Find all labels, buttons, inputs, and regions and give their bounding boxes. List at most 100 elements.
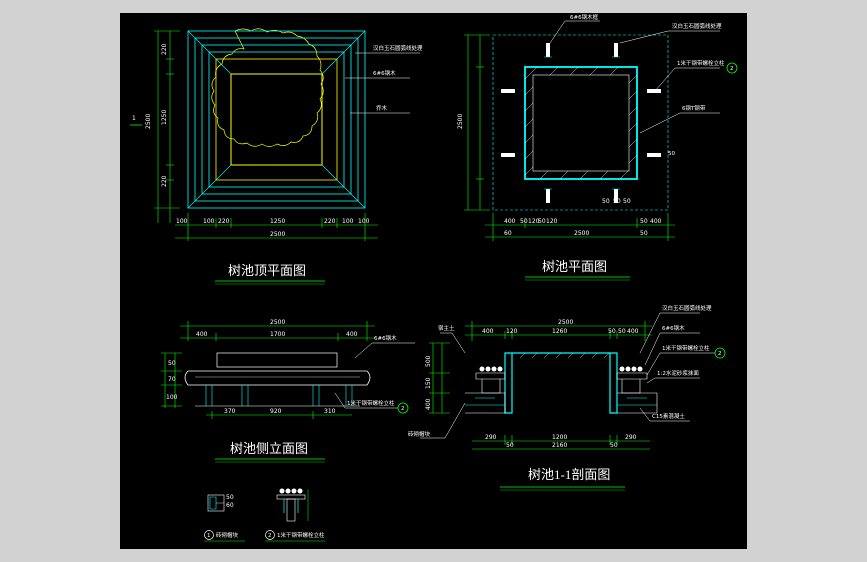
frame-square-5 — [215, 58, 338, 181]
plan-bottom-short-2: 50 — [640, 230, 648, 237]
elevation-bottom-dims — [206, 411, 352, 419]
label-steel-bar: 6#6钢木 — [373, 69, 396, 77]
elevation-left-dim-0: 50 — [168, 360, 176, 367]
detail-1: 50 60 1 砖砌帽块 — [204, 494, 245, 542]
section-pit-walls — [504, 352, 618, 414]
elevation-bottom-dim-1: 920 — [270, 408, 282, 415]
plan-view: 6#6钢木框 汉白玉石圆弧线处理 1米干钢带螺栓立柱 6钢T钢带 50 2 25… — [457, 13, 738, 281]
detail-1-dim-0: 50 — [226, 494, 234, 501]
top-plan-bottom-dim-0: 100 — [176, 218, 188, 225]
plan-bottom-dims — [485, 213, 675, 241]
plan-label-stone: 汉白玉石圆弧线处理 — [672, 22, 722, 30]
plan-label-plate: 6钢T钢带 — [682, 104, 706, 112]
section-left-dim-2: 400 — [425, 398, 432, 410]
section-bottom-total: 2160 — [552, 442, 567, 449]
plan-bottom-dim-4: 120 — [546, 218, 558, 225]
title-plan: 树池平面图 — [542, 259, 607, 274]
title-top-plan: 树池顶平面图 — [228, 263, 306, 278]
plan-detail-callout-circle — [726, 62, 738, 74]
elevation-bottom-dim-0: 370 — [224, 408, 236, 415]
elevation-left-dim-2: 100 — [166, 394, 178, 401]
section-bottom-dim-4: 290 — [625, 434, 637, 441]
plan-wall-outer — [524, 66, 638, 180]
label-tree: 乔木 — [376, 104, 388, 112]
section-foundation — [465, 397, 657, 406]
plan-bottom-dim-3: 50 — [538, 218, 546, 225]
section-label-support: 1米干钢带螺栓立柱 — [662, 344, 710, 352]
section-leaders — [420, 312, 715, 439]
section-label-stone: 汉白玉石圆弧线处理 — [662, 304, 712, 312]
elevation-top-dim-0: 400 — [196, 331, 208, 338]
tree-canopy-outline — [211, 28, 324, 147]
inner-pit-square — [230, 73, 323, 166]
detail-2-label: 1米干钢带螺栓立柱 — [277, 531, 325, 539]
plan-left-dims — [464, 34, 490, 211]
section-label-wall: 1:2水泥砂浆抹面 — [657, 369, 699, 377]
section-top-dim-4: 50 — [618, 328, 626, 335]
top-plan-left-dim-1: 220 — [161, 43, 168, 55]
top-plan-view: 1 2500 220 1250 220 100 100 22 — [130, 28, 423, 285]
elevation-view: 2500 400 1700 400 50 70 100 370 920 — [161, 319, 415, 463]
plan-support-posts — [501, 43, 661, 203]
frame-square-4 — [208, 51, 345, 188]
top-plan-bottom-dim-4: 220 — [324, 218, 336, 225]
cad-drawing-canvas: 1 2500 220 1250 220 100 100 2 2 — [120, 13, 747, 549]
elevation-callout-circle — [397, 402, 409, 414]
plan-bottom-total: 2500 — [574, 230, 589, 237]
label-stone-edge: 汉白玉石圆弧线处理 — [373, 44, 423, 52]
section-bottom-dims — [472, 435, 650, 450]
detail-2-mark: 2 — [268, 533, 272, 539]
top-plan-bottom-dim-3: 1250 — [270, 218, 285, 225]
section-top-dim-2: 1260 — [552, 328, 567, 335]
section-top-dim-3: 50 — [608, 328, 616, 335]
plan-dashed-boundary — [492, 34, 669, 211]
elevation-left-dims — [161, 352, 182, 408]
section-bottom-dim-2: 1200 — [552, 434, 567, 441]
section-label-soil: 宿主土 — [438, 324, 455, 332]
section-callout-circle — [714, 347, 726, 359]
elevation-bottom-dim-2: 310 — [324, 408, 336, 415]
section-label-base: C15素混凝土 — [652, 412, 685, 420]
plan-bottom-dim-0: 400 — [504, 218, 516, 225]
top-plan-left-total: 2500 — [145, 114, 152, 129]
elevation-label-steel: 6#6钢木 — [374, 334, 397, 342]
plan-bottom-short-0: 60 — [504, 230, 512, 237]
section-top-dim-0: 400 — [482, 328, 494, 335]
section-seat-profiles — [465, 372, 658, 414]
drawing-sheet: 1 2500 220 1250 220 100 100 2 2 — [130, 13, 738, 542]
section-soil-hatch — [519, 352, 610, 359]
top-plan-left-dim-2: 1250 — [161, 110, 168, 125]
top-plan-bottom-dim-1: 100 — [203, 218, 215, 225]
section-total: 2500 — [558, 319, 573, 326]
elevation-seat-profile — [184, 370, 371, 386]
section-bottom-dim-3: 50 — [610, 442, 618, 449]
detail-2-stones — [279, 488, 303, 494]
section-top-dim-5: 400 — [627, 328, 639, 335]
section-left-dim-1: 150 — [425, 377, 432, 389]
detail-1-mark: 1 — [207, 533, 211, 539]
elevation-top-dim-1: 1700 — [270, 331, 285, 338]
top-plan-bottom-dim-6: 100 — [358, 218, 370, 225]
section-view: 2500 400 120 1260 50 50 400 — [408, 304, 726, 491]
section-callout: 2 — [718, 351, 722, 357]
plan-bottom-dim-6: 50 — [640, 218, 648, 225]
elevation-top-dim-2: 400 — [346, 331, 358, 338]
detail-1-label: 砖砌帽块 — [216, 531, 239, 539]
section-left-dims — [429, 342, 450, 414]
detail-2: 2 1米干钢带螺栓立柱 — [265, 488, 325, 542]
plan-label-frame: 6#6钢木框 — [570, 13, 599, 21]
section-mark-1: 1 — [132, 115, 136, 122]
frame-square-2 — [194, 37, 359, 202]
elevation-columns — [205, 385, 353, 406]
elevation-top-dims — [180, 321, 375, 341]
plan-left-total: 2500 — [457, 114, 464, 129]
detail-1-dim-1: 60 — [226, 502, 234, 509]
title-section: 树池1-1剖面图 — [528, 467, 610, 482]
section-bottom-dim-0: 290 — [485, 434, 497, 441]
plan-bottom-dim-2: 120 — [528, 218, 540, 225]
top-plan-bottom-dim-5: 100 — [342, 218, 354, 225]
plan-bottom-dim-1: 50 — [520, 218, 528, 225]
plan-bottom-dim-7: 400 — [650, 218, 662, 225]
top-plan-left-dims — [154, 30, 180, 223]
plan-label-support: 1米干钢带螺栓立柱 — [677, 59, 725, 67]
